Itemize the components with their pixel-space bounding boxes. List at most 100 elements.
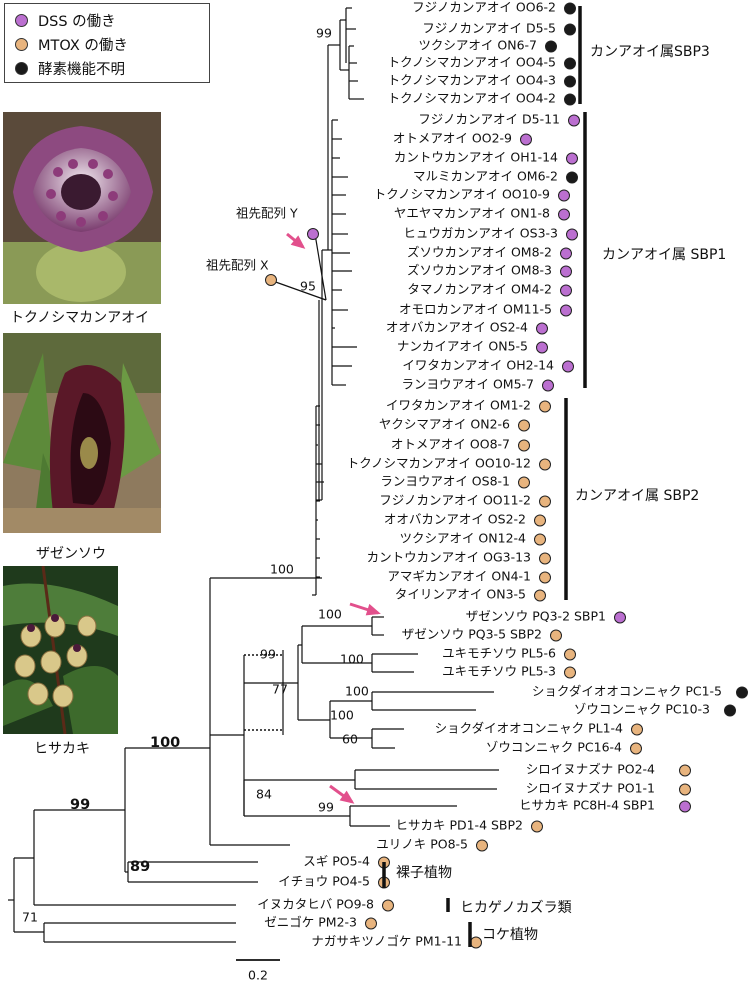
bootstrap-value: 99 [70,797,90,813]
leaf-label: ショクダイオオコンニャク PL1-4 [435,721,623,736]
leaf-label: ユキモチソウ PL5-3 [442,664,556,679]
leaf-label: ランヨウアオイ OS8-1 [380,474,510,489]
arrow-head [339,790,355,804]
mtox-dot-icon [534,533,546,546]
dss-dot-icon [558,208,570,221]
leaf-label: シロイヌナズナ PO2-4 [526,762,655,777]
leaf-label: ザゼンソウ PQ3-5 SBP2 [402,627,542,642]
mtox-dot-icon [630,742,642,755]
leaf-label: トクノシマカンアオイ OO4-2 [388,91,556,106]
leaf-label: ザゼンソウ PQ3-2 SBP1 [466,609,606,624]
mtox-dot-icon [534,514,546,527]
mtox-dot-icon [539,458,551,471]
leaf-label: フジノカンアオイ D5-5 [422,21,556,36]
arrow-head [290,235,306,249]
leaf-label: スギ PO5-4 [303,854,370,869]
leaf-label: オトメアオイ OO2-9 [393,131,512,146]
ancestor-label: 祖先配列 Y [236,206,298,221]
mtox-dot-icon [564,648,576,661]
leaf-label: ユキモチソウ PL5-6 [442,646,556,661]
mtox-dot-icon [518,476,530,489]
photo-caption: ヒサカキ [34,741,90,757]
mtox-dot-icon [564,666,576,679]
unknown-dot-icon [564,57,576,70]
unknown-dot-icon [15,61,28,75]
mtox-dot-icon [550,629,562,642]
dss-dot-icon [542,379,554,392]
mtox-dot-icon [631,723,643,736]
unknown-dot-icon [724,704,736,717]
group-label: ヒカゲノカズラ類 [460,900,572,916]
leaf-label: イチョウ PO4-5 [278,874,370,889]
leaf-label: イワタカンアオイ OH2-14 [402,358,554,373]
leaf-label: ズソウカンアオイ OM8-2 [407,245,552,260]
leaf-label: トクノシマカンアオイ OO10-12 [347,456,531,471]
bootstrap-value: 100 [345,684,369,699]
dss-dot-icon [560,304,572,317]
leaf-label: タイリンアオイ ON3-5 [395,587,526,602]
mtox-dot-icon [539,400,551,413]
leaf-label: ゾウコンニャク PC16-4 [486,740,622,755]
unknown-dot-icon [566,171,578,184]
leaf-label: カントウカンアオイ OG3-13 [367,550,531,565]
unknown-dot-icon [736,686,748,699]
legend-item-dss: DSS の働き [15,9,116,31]
leaf-label: フジノカンアオイ D5-11 [418,112,560,127]
legend-item-unknown: 酵素機能不明 [15,57,125,79]
leaf-label: トクノシマカンアオイ OO4-3 [388,73,556,88]
leaf-label: ヒサカキ PD1-4 SBP2 [395,818,523,833]
ancestor-y-dot-icon [307,228,319,240]
mtox-dot-icon [470,936,482,949]
bootstrap-value: 71 [22,910,38,925]
bootstrap-value: 100 [270,562,294,577]
leaf-label: ナガサキツノゴケ PM1-11 [311,934,462,949]
arrow-icon [286,232,306,249]
mtox-dot-icon [679,764,691,777]
bootstrap-value: 77 [272,682,288,697]
ancestor-x-dot-icon [265,274,277,286]
dss-dot-icon [566,228,578,241]
leaf-label: ヤエヤマカンアオイ ON1-8 [394,206,550,221]
bootstrap-value: 60 [342,732,358,747]
leaf-label: ツクシアオイ ON12-4 [399,531,526,546]
unknown-dot-icon [564,23,576,36]
arrow-icon [349,602,381,616]
mtox-dot-icon [679,783,691,796]
mtox-dot-icon [518,419,530,432]
bootstrap-value: 100 [330,708,354,723]
dss-dot-icon [614,611,626,624]
arrow-head [365,603,381,616]
leaf-label: ナンカイアオイ ON5-5 [397,339,528,354]
unknown-dot-icon [564,93,576,106]
bootstrap-value: 99 [318,800,334,815]
skunk-cabbage-photo [3,333,161,533]
group-label: カンアオイ属 SBP2 [575,488,699,504]
leaf-label: ゼニゴケ PM2-3 [264,915,357,930]
asarum-flower-photo [3,112,161,304]
bootstrap-value: 84 [256,787,272,802]
leaf-label: オオバカンアオイ OS2-4 [386,320,528,335]
mtox-dot-icon [534,589,546,602]
leaf-label: イワタカンアオイ OM1-2 [386,398,531,413]
mtox-dot-icon [382,899,394,912]
ancestor-branch [269,279,327,301]
leaf-label: ヒサカキ PC8H-4 SBP1 [519,798,655,813]
ancestor-branch [314,233,327,301]
dss-dot-icon [566,152,578,165]
leaf-label: ズソウカンアオイ OM8-3 [407,263,552,278]
mtox-dot-icon [539,495,551,508]
group-label: コケ植物 [482,927,538,943]
legend-label: 酵素機能不明 [38,61,125,78]
leaf-label: オモロカンアオイ OM11-5 [399,302,552,317]
leaf-label: トクノシマカンアオイ OO10-9 [374,187,550,202]
dss-dot-icon [536,322,548,335]
dss-dot-icon [560,247,572,260]
mtox-dot-icon [518,439,530,452]
group-label: 裸子植物 [396,865,452,881]
bootstrap-value: 99 [260,647,276,662]
legend-label: DSS の働き [38,13,116,30]
dss-dot-icon [520,133,532,146]
dss-dot-icon [562,360,574,373]
leaf-label: オオバカンアオイ OS2-2 [384,512,526,527]
